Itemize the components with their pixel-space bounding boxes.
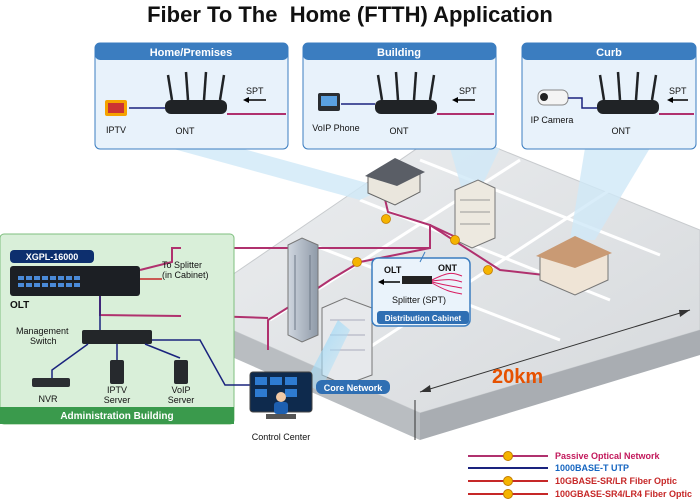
- curb-house: [536, 236, 612, 296]
- admin-building-panel: [0, 233, 250, 425]
- core-network-label: Core Network: [324, 383, 384, 393]
- voip-phone-label: VoIP Phone: [312, 123, 359, 133]
- olt-model-label: XGPL-16000: [26, 252, 79, 262]
- panel-building-title: Building: [377, 47, 421, 59]
- cabinet-splitter-label: Splitter (SPT): [392, 295, 446, 305]
- iptv-server-label-1: IPTV: [107, 385, 127, 395]
- cabinet-title: Distribution Cabinet: [385, 314, 462, 323]
- skyscraper: [287, 237, 319, 343]
- distribution-cabinet: [371, 251, 471, 327]
- control-center-label: Control Center: [252, 432, 311, 442]
- apartment-building: [454, 179, 496, 249]
- panel-home: [94, 42, 289, 150]
- voip-server-label-1: VoIP: [171, 385, 190, 395]
- panel-curb: [521, 42, 697, 150]
- voip-server-label-2: Server: [168, 395, 195, 405]
- house: [365, 158, 425, 206]
- distance-label: 20km: [492, 366, 543, 388]
- admin-footer-label: Administration Building: [60, 411, 173, 422]
- panel-curb-spt-label: SPT: [669, 86, 687, 96]
- olt-label: OLT: [10, 300, 29, 311]
- legend-label-pon: Passive Optical Network: [555, 451, 661, 461]
- control-center: [249, 371, 313, 419]
- panel-building: [302, 42, 497, 150]
- core-network-beam: [305, 320, 350, 392]
- page-title: Fiber To The Home (FTTH) Application: [147, 2, 553, 27]
- splitter-note-2: (in Cabinet): [162, 270, 209, 280]
- office-building: [321, 297, 373, 386]
- legend-item: 1000BASE-T UTP: [468, 463, 629, 473]
- legend-label-100g: 100GBASE-SR4/LR4 Fiber Optic: [555, 489, 692, 499]
- ip-camera-label: IP Camera: [531, 115, 574, 125]
- panel-home-ont-label: ONT: [176, 126, 196, 136]
- mgmt-switch-label-1: Management: [16, 326, 69, 336]
- panel-home-title: Home/Premises: [150, 47, 233, 59]
- legend-item: Passive Optical Network: [468, 451, 661, 461]
- cabinet-ont-label: ONT: [438, 263, 458, 273]
- curb-beam: [570, 148, 650, 240]
- panel-curb-title: Curb: [596, 47, 622, 59]
- splitter-note-1: To Splitter: [162, 260, 202, 270]
- legend-item: 10GBASE-SR/LR Fiber Optic: [468, 476, 677, 486]
- iptv-server-label-2: Server: [104, 395, 131, 405]
- building-beam: [450, 148, 500, 190]
- panel-home-spt-label: SPT: [246, 86, 264, 96]
- panel-curb-ont-label: ONT: [612, 126, 632, 136]
- legend-label-utp: 1000BASE-T UTP: [555, 463, 629, 473]
- mgmt-switch-label-2: Switch: [30, 336, 57, 346]
- cabinet-olt-label: OLT: [384, 265, 402, 275]
- panel-building-spt-label: SPT: [459, 86, 477, 96]
- home-beam: [170, 148, 385, 200]
- core-network-badge: [316, 380, 390, 394]
- legend: Passive Optical Network 1000BASE-T UTP 1…: [468, 451, 692, 499]
- panel-building-ont-label: ONT: [390, 126, 410, 136]
- distance-marker: [414, 309, 691, 440]
- iptv-label: IPTV: [106, 125, 126, 135]
- nvr-label: NVR: [38, 394, 58, 404]
- legend-item: 100GBASE-SR4/LR4 Fiber Optic: [468, 489, 692, 499]
- legend-label-10g: 10GBASE-SR/LR Fiber Optic: [555, 476, 677, 486]
